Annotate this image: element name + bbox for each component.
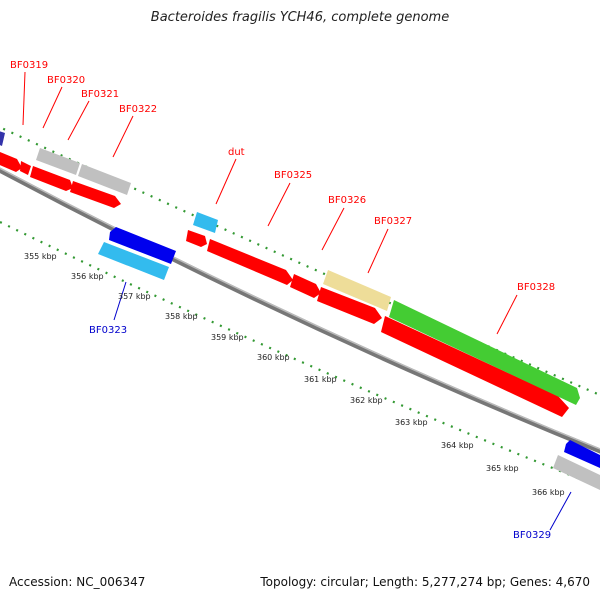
gene-arrow <box>30 166 73 191</box>
tick-label: 360 kbp <box>257 353 290 362</box>
gene-label-bf0326[interactable]: BF0326 <box>328 195 366 206</box>
gene-arrow <box>20 161 31 175</box>
accession-text: Accession: NC_006347 <box>9 575 146 589</box>
tick-label: 359 kbp <box>211 333 244 342</box>
forward-genes <box>0 152 569 417</box>
leader-line <box>215 158 237 205</box>
gene-arrow <box>317 287 382 324</box>
gene-arrow <box>207 239 293 285</box>
gene-labels: BF0319 BF0320 BF0321 BF0322 dut BF0325 B… <box>10 60 555 541</box>
reverse-genes <box>98 227 600 490</box>
inner-dotted-guide <box>0 221 600 489</box>
leader-line <box>112 115 134 158</box>
gene-label-bf0321[interactable]: BF0321 <box>81 89 119 100</box>
gene-label-bf0322[interactable]: BF0322 <box>119 104 157 115</box>
leader-line <box>113 281 127 321</box>
gene-label-bf0327[interactable]: BF0327 <box>374 216 412 227</box>
gene-label-bf0320[interactable]: BF0320 <box>47 75 85 86</box>
tick-label: 363 kbp <box>395 418 428 427</box>
gene-arrow <box>193 212 218 233</box>
tick-label: 358 kbp <box>165 312 198 321</box>
tick-label: 355 kbp <box>24 252 57 261</box>
gene-arrow <box>381 316 569 417</box>
tick-label: 366 kbp <box>532 488 565 497</box>
gene-label-bf0328[interactable]: BF0328 <box>517 282 555 293</box>
tick-label: 357 kbp <box>118 292 151 301</box>
leader-line <box>42 86 63 129</box>
gene-label-bf0323[interactable]: BF0323 <box>89 325 127 336</box>
gene-arrow <box>109 227 176 264</box>
gene-label-bf0325[interactable]: BF0325 <box>274 170 312 181</box>
leader-line <box>496 294 518 335</box>
gene-arrow <box>323 270 391 311</box>
leader-line <box>321 207 345 251</box>
map-title: Bacteroides fragilis YCH46, complete gen… <box>150 10 450 25</box>
outer-dotted-guide <box>0 126 600 397</box>
leader-line <box>67 100 90 141</box>
leader-line <box>549 491 572 531</box>
genome-backbone <box>0 167 600 454</box>
leader-line <box>367 228 389 274</box>
genome-summary-text: Topology: circular; Length: 5,277,274 bp… <box>260 575 590 589</box>
gene-arrow <box>0 131 5 146</box>
tick-label: 365 kbp <box>486 464 519 473</box>
gene-label-dut[interactable]: dut <box>228 147 245 158</box>
tick-label: 362 kbp <box>350 396 383 405</box>
gene-arrow <box>36 148 80 175</box>
gene-arrow <box>98 242 169 280</box>
leader-line <box>267 182 291 227</box>
tick-label: 364 kbp <box>441 441 474 450</box>
gene-arrow <box>78 164 131 195</box>
gene-label-bf0329[interactable]: BF0329 <box>513 530 551 541</box>
gene-arrow <box>0 152 22 172</box>
gene-arrow <box>290 274 321 298</box>
gene-arrow <box>564 440 600 468</box>
tick-labels: 355 kbp 356 kbp 357 kbp 358 kbp 359 kbp … <box>24 252 565 497</box>
tick-label: 356 kbp <box>71 272 104 281</box>
leader-line <box>22 71 26 126</box>
gene-arrow <box>70 181 121 208</box>
gene-arrow <box>389 300 580 405</box>
gene-arrow <box>553 455 600 490</box>
tick-label: 361 kbp <box>304 375 337 384</box>
label-leaders <box>22 71 572 531</box>
gene-arrow <box>186 230 207 247</box>
genome-backbone-highlight <box>0 167 600 450</box>
outer-genes <box>0 131 580 405</box>
gene-label-bf0319[interactable]: BF0319 <box>10 60 48 71</box>
